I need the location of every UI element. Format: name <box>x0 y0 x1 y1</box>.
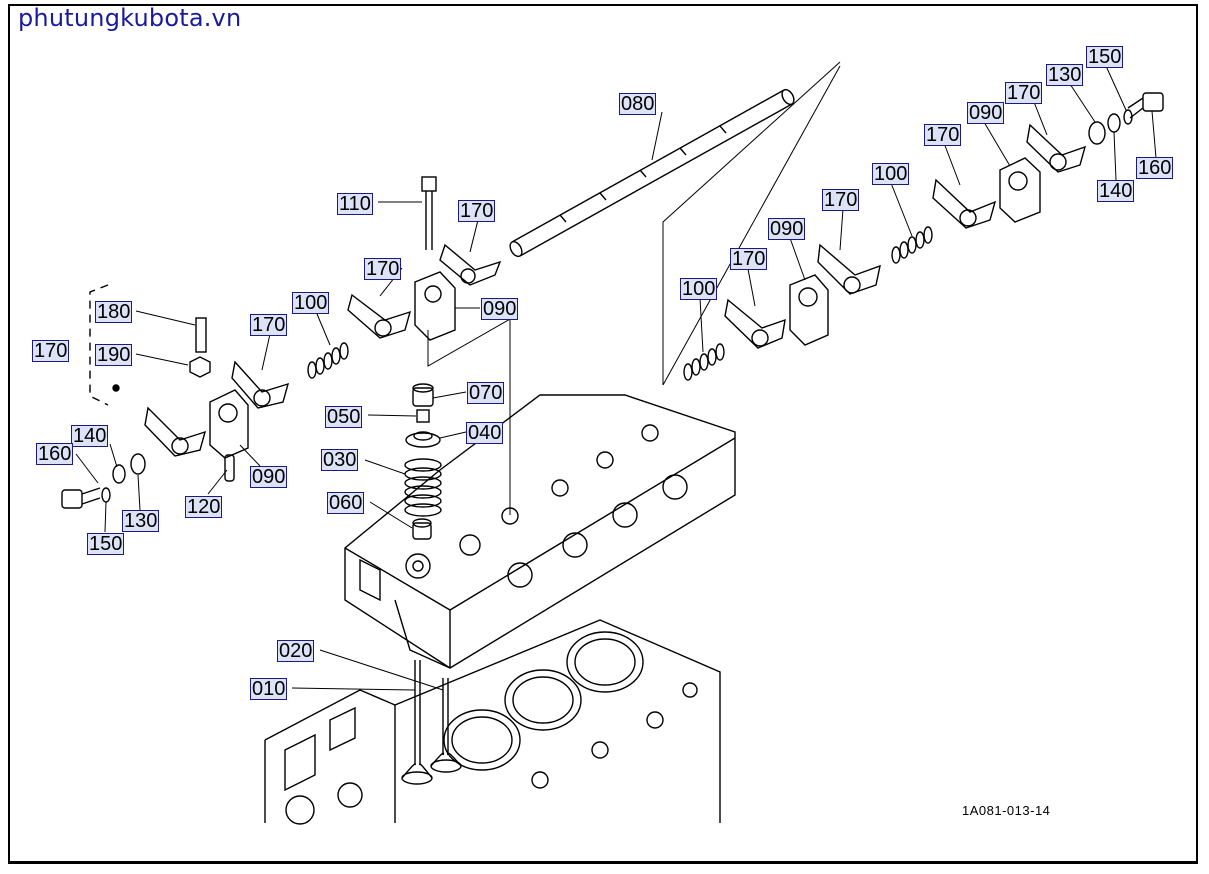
valve-spring-030 <box>404 458 442 517</box>
callout-170: 170 <box>364 258 402 280</box>
bolt-160-left <box>61 487 101 509</box>
callout-170: 170 <box>250 314 288 336</box>
valve-010 <box>401 660 433 785</box>
rocker-arm-170-h <box>1026 123 1087 173</box>
rocker-bracket-090-left <box>209 389 249 459</box>
rocker-arm-170-f <box>817 243 881 295</box>
diagram-frame <box>8 4 1198 864</box>
callout-150: 150 <box>87 533 125 555</box>
shaft-assembly-bracket <box>427 61 841 386</box>
lock-nut-190 <box>189 356 211 378</box>
callout-120: 120 <box>185 496 223 518</box>
callout-170: 170 <box>458 200 496 222</box>
leader-lines <box>75 65 1157 691</box>
cylinder-block <box>264 619 721 825</box>
callout-130: 130 <box>1046 64 1084 86</box>
site-brand[interactable]: phutungkubota.vn <box>18 4 242 32</box>
spring-100-left <box>307 342 349 379</box>
spring-100-right-b <box>891 226 933 264</box>
valve-cap-070 <box>412 383 434 407</box>
washer-150-right <box>1123 109 1133 125</box>
callout-090: 090 <box>481 298 519 320</box>
rocker-bracket-090-right-a <box>789 274 829 346</box>
rocker-arm-170-b <box>347 293 412 339</box>
callout-070: 070 <box>467 382 505 404</box>
callout-080: 080 <box>619 93 657 115</box>
callout-020: 020 <box>277 640 315 662</box>
callout-100: 100 <box>680 278 718 300</box>
washer-130-right <box>1088 121 1106 145</box>
callout-180: 180 <box>95 301 133 323</box>
washer-150-left <box>101 487 111 503</box>
pin-120 <box>224 454 235 482</box>
callout-030: 030 <box>321 449 359 471</box>
callout-170: 170 <box>730 248 768 270</box>
callout-010: 010 <box>250 678 288 700</box>
spring-100-right-a <box>683 343 725 381</box>
callout-040: 040 <box>466 422 504 444</box>
rocker-bracket-090-center <box>414 271 456 341</box>
callout-150: 150 <box>1086 46 1124 68</box>
callout-060: 060 <box>327 492 365 514</box>
callout-170: 170 <box>32 340 70 362</box>
rocker-arm-170-g <box>932 178 997 229</box>
rocker-arm-170-d <box>144 406 207 457</box>
callout-170: 170 <box>822 189 860 211</box>
callout-130: 130 <box>122 510 160 532</box>
washer-140-left <box>112 464 126 484</box>
valve-020 <box>430 678 462 773</box>
rocker-arm-170-a <box>439 243 502 286</box>
spring-retainer-040 <box>405 431 441 448</box>
bolt-110 <box>421 176 437 250</box>
callout-140: 140 <box>1097 180 1135 202</box>
callout-160: 160 <box>36 443 74 465</box>
rocker-arm-170-e <box>724 298 786 349</box>
adjusting-screw-180 <box>195 317 207 353</box>
rocker-bracket-090-right-b <box>999 157 1041 223</box>
reference-dot <box>112 384 120 392</box>
callout-100: 100 <box>292 292 330 314</box>
cylinder-head <box>344 394 736 669</box>
callout-090: 090 <box>768 218 806 240</box>
callout-100: 100 <box>872 163 910 185</box>
bolt-160-right <box>1127 92 1164 119</box>
collet-050 <box>416 409 430 423</box>
callout-050: 050 <box>325 406 363 428</box>
callout-140: 140 <box>71 425 109 447</box>
diagram-reference-code: 1A081-013-14 <box>962 803 1051 818</box>
callout-170: 170 <box>924 124 962 146</box>
washer-130-left <box>130 453 146 475</box>
callout-090: 090 <box>250 466 288 488</box>
rocker-shaft-080 <box>509 88 795 258</box>
rocker-arm-170-c <box>231 360 290 409</box>
callout-090: 090 <box>967 102 1005 124</box>
callout-110: 110 <box>337 193 373 215</box>
washer-140-right <box>1107 113 1121 133</box>
callout-190: 190 <box>95 344 133 366</box>
assembly-bracket-170 <box>89 284 109 406</box>
callout-170: 170 <box>1005 82 1043 104</box>
stem-seal-060 <box>412 518 432 540</box>
callout-160: 160 <box>1136 157 1174 179</box>
